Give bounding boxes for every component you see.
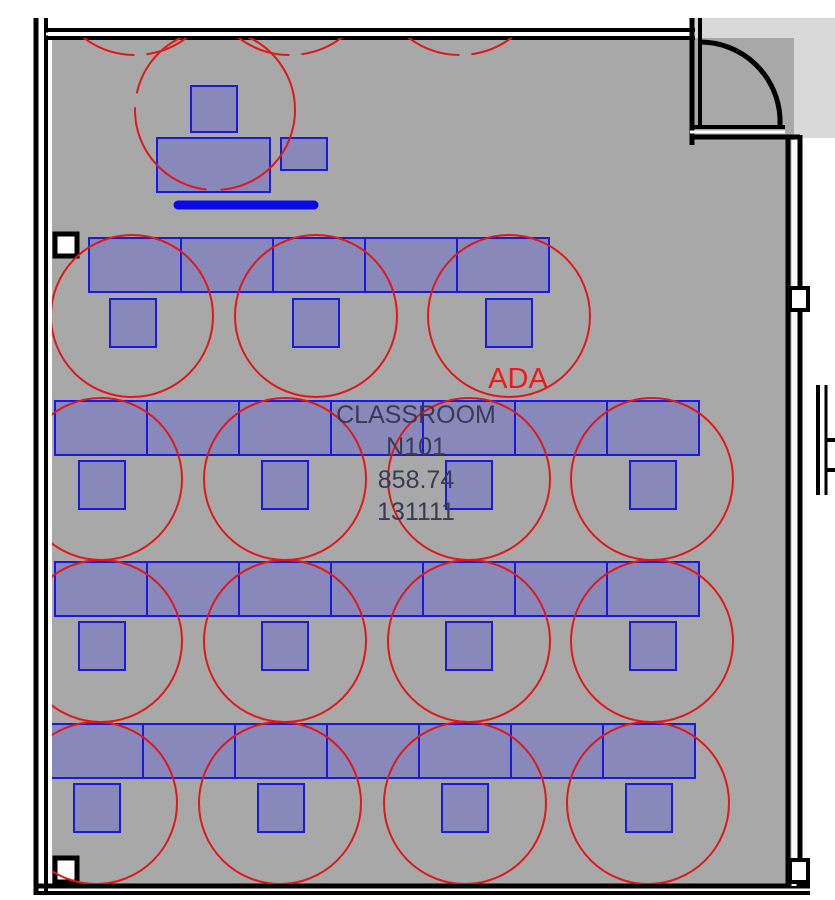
student-chair	[292, 298, 340, 348]
ada-label: ADA	[488, 363, 548, 395]
student-desk	[510, 723, 604, 779]
student-desk	[602, 723, 696, 779]
student-desk	[146, 400, 240, 456]
clearance-circle	[52, 234, 214, 398]
student-desk	[52, 723, 144, 779]
instructor-desk	[156, 137, 271, 193]
student-seating	[52, 234, 734, 884]
student-chair	[441, 783, 489, 833]
student-chair	[629, 460, 677, 510]
student-chair	[261, 460, 309, 510]
student-desk	[238, 400, 332, 456]
instructor-side-table	[280, 137, 328, 171]
clearance-circle	[427, 234, 591, 398]
student-desk	[422, 400, 516, 456]
student-desk	[146, 561, 240, 617]
student-chair	[629, 621, 677, 671]
student-chair	[109, 298, 157, 348]
student-chair	[78, 460, 126, 510]
instructor-clearance-circle	[134, 38, 296, 191]
student-desk	[54, 561, 148, 617]
student-desk	[330, 561, 424, 617]
student-chair	[485, 298, 533, 348]
student-chair	[445, 621, 493, 671]
clearance-circle	[52, 721, 178, 884]
student-chair	[445, 460, 493, 510]
instructor-station	[156, 85, 328, 193]
top-desks	[160, 10, 568, 22]
student-chair	[261, 621, 309, 671]
student-chair	[257, 783, 305, 833]
instructor-chair	[190, 85, 238, 133]
student-desk	[418, 723, 512, 779]
student-desk	[606, 561, 700, 617]
clearance-circle	[566, 721, 730, 884]
student-desk	[514, 561, 608, 617]
walls	[33, 18, 835, 895]
door-swing-icon	[699, 39, 783, 127]
student-chair	[625, 783, 673, 833]
student-desk	[54, 400, 148, 456]
clearance-circle	[234, 234, 398, 398]
student-desk	[272, 237, 366, 293]
student-desk	[88, 237, 182, 293]
room-code: 131111	[377, 498, 455, 526]
room-area: 858.74	[378, 466, 455, 494]
student-desk	[234, 723, 328, 779]
student-chair	[78, 621, 126, 671]
student-desk	[606, 400, 700, 456]
room-label: CLASSROOM N101 858.74 131111	[336, 401, 496, 526]
room-type-label: CLASSROOM	[336, 401, 496, 429]
student-desk	[456, 237, 550, 293]
student-desk	[514, 400, 608, 456]
student-chair	[73, 783, 121, 833]
student-desk	[180, 237, 274, 293]
student-desk	[238, 561, 332, 617]
clearance-circle	[198, 721, 362, 884]
room-number: N101	[386, 433, 446, 461]
clearance-circle	[383, 721, 547, 884]
student-desk	[422, 561, 516, 617]
